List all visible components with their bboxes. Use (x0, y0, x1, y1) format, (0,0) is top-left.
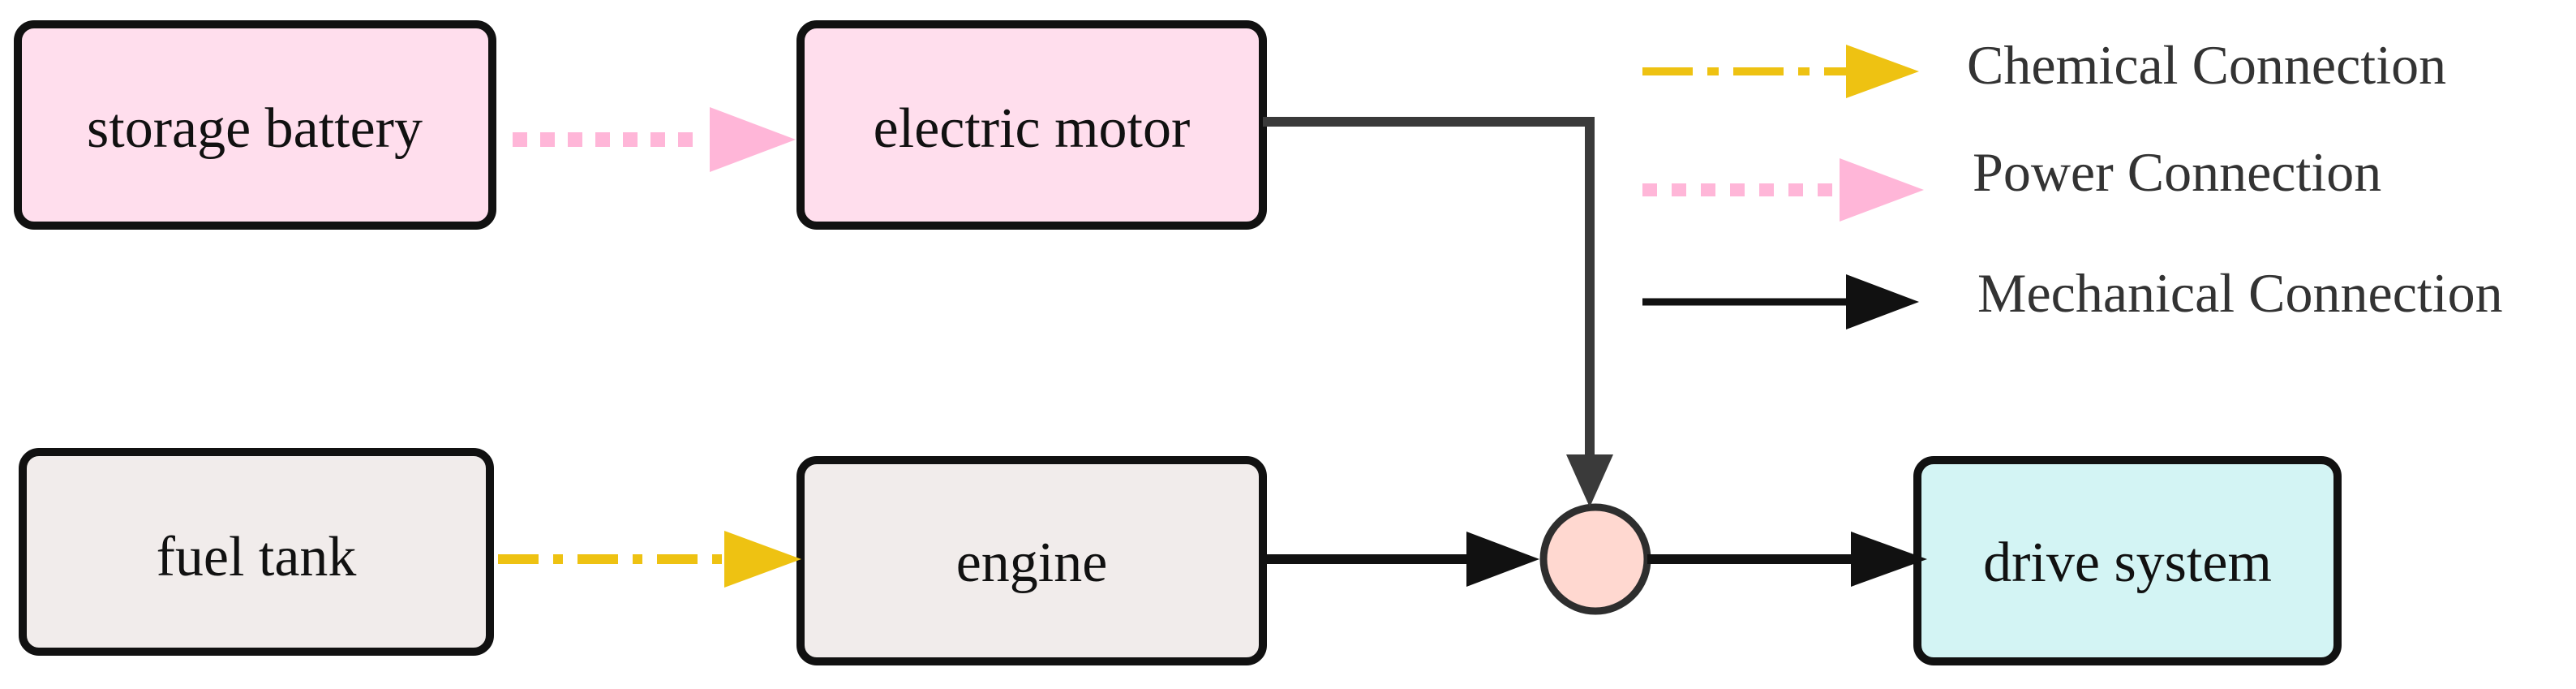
legend-chemical-arrowhead (1846, 45, 1919, 98)
node-electric-motor: electric motor (796, 20, 1267, 230)
fuel-tank-box (19, 448, 494, 656)
node-engine: engine (796, 456, 1267, 665)
legend: Chemical Connection Power Connection Mec… (1642, 34, 2503, 329)
connection-engine-to-junction (1263, 532, 1539, 587)
legend-item-chemical: Chemical Connection (1642, 34, 2446, 98)
engine-label: engine (956, 532, 1108, 594)
legend-chemical-label: Chemical Connection (1967, 34, 2446, 96)
connection-fuel-to-engine (498, 531, 801, 588)
mechanical-link-motor-line (1263, 117, 1595, 457)
drive-system-label: drive system (1983, 532, 2272, 594)
storage-battery-label: storage battery (87, 97, 423, 160)
legend-item-mechanical: Mechanical Connection (1642, 262, 2503, 329)
connection-battery-to-motor (513, 107, 796, 172)
node-storage-battery: storage battery (14, 20, 496, 230)
node-fuel-tank: fuel tank (19, 448, 494, 656)
electric-motor-label: electric motor (874, 97, 1191, 160)
connection-junction-to-drive (1647, 532, 1927, 587)
fuel-tank-label: fuel tank (157, 526, 357, 588)
storage-battery-box (14, 20, 496, 230)
legend-mechanical-arrowhead (1846, 274, 1919, 329)
legend-power-arrowhead (1840, 158, 1924, 222)
legend-item-power: Power Connection (1642, 141, 2381, 222)
legend-power-label: Power Connection (1973, 141, 2381, 203)
connection-motor-to-junction (1263, 117, 1613, 507)
mechanical-link-drive-arrowhead (1851, 532, 1927, 587)
node-drive-system: drive system (1913, 456, 2342, 665)
mechanical-link-motor-arrowhead (1566, 454, 1613, 507)
junction-node (1539, 503, 1651, 615)
power-link-arrowhead (710, 107, 796, 172)
legend-mechanical-label: Mechanical Connection (1977, 262, 2503, 324)
chemical-link-arrowhead (724, 531, 801, 588)
mechanical-link-engine-arrowhead (1466, 532, 1539, 587)
